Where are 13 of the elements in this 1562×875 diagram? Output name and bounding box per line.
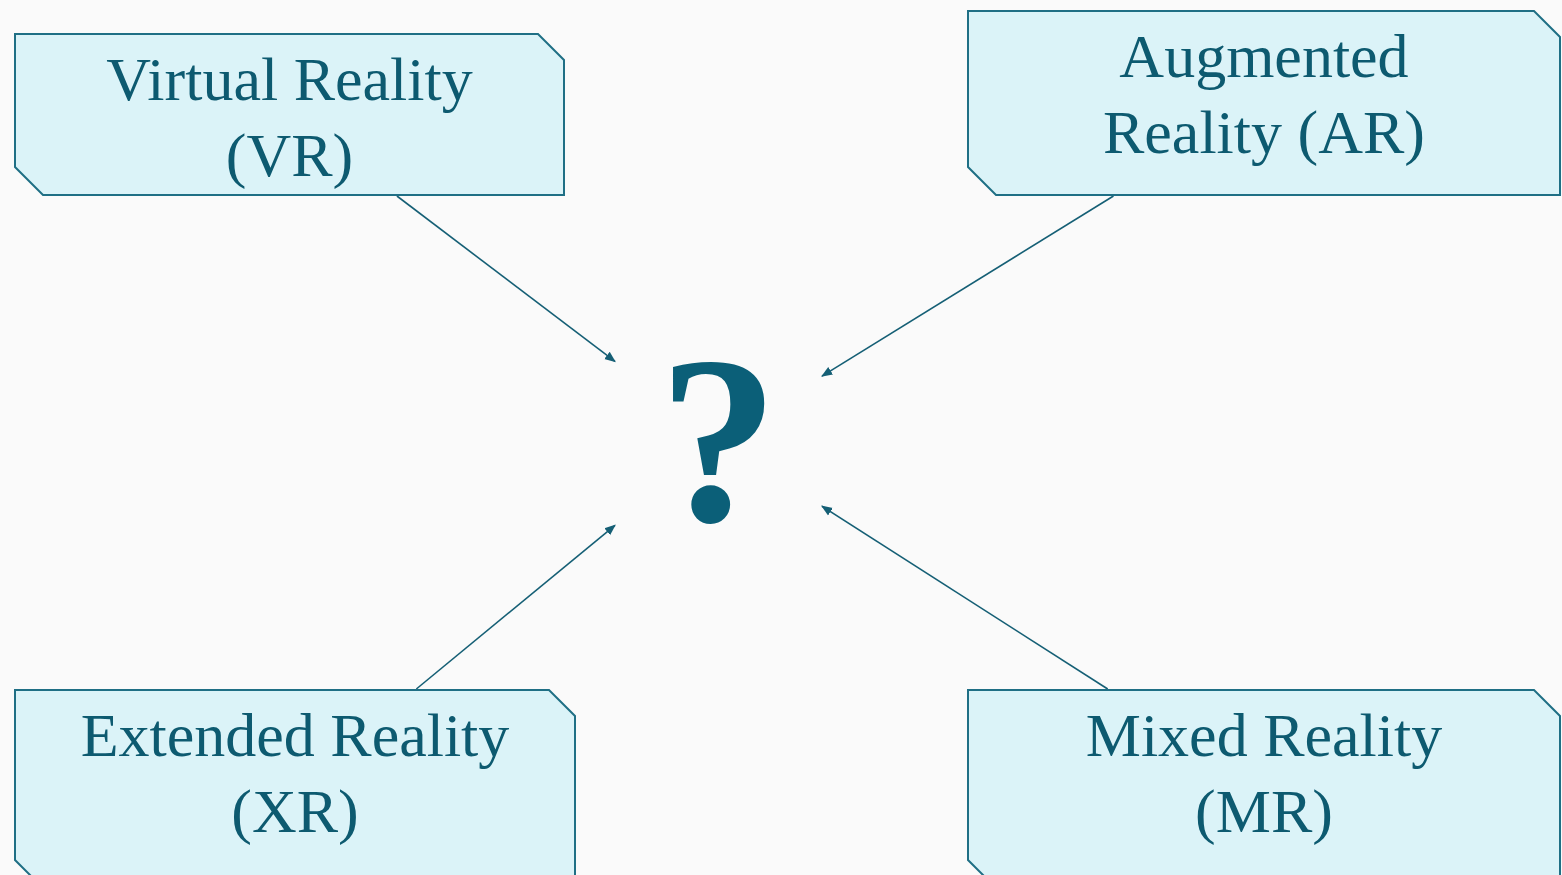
- question-mark: ?: [658, 345, 779, 535]
- arrow: [821, 195, 1115, 377]
- note-box: [967, 10, 1561, 196]
- box-label: Mixed Reality (MR): [1084, 700, 1444, 847]
- box-label: Extended Reality (XR): [79, 700, 511, 847]
- box-label: Augmented Reality (AR): [1102, 21, 1426, 168]
- box-label: Virtual Reality (VR): [105, 44, 474, 191]
- arrow: [415, 524, 616, 690]
- note-box: [967, 689, 1561, 875]
- arrow: [821, 505, 1109, 690]
- note-box: [14, 689, 576, 875]
- arrow: [396, 195, 616, 363]
- note-box: [14, 33, 565, 196]
